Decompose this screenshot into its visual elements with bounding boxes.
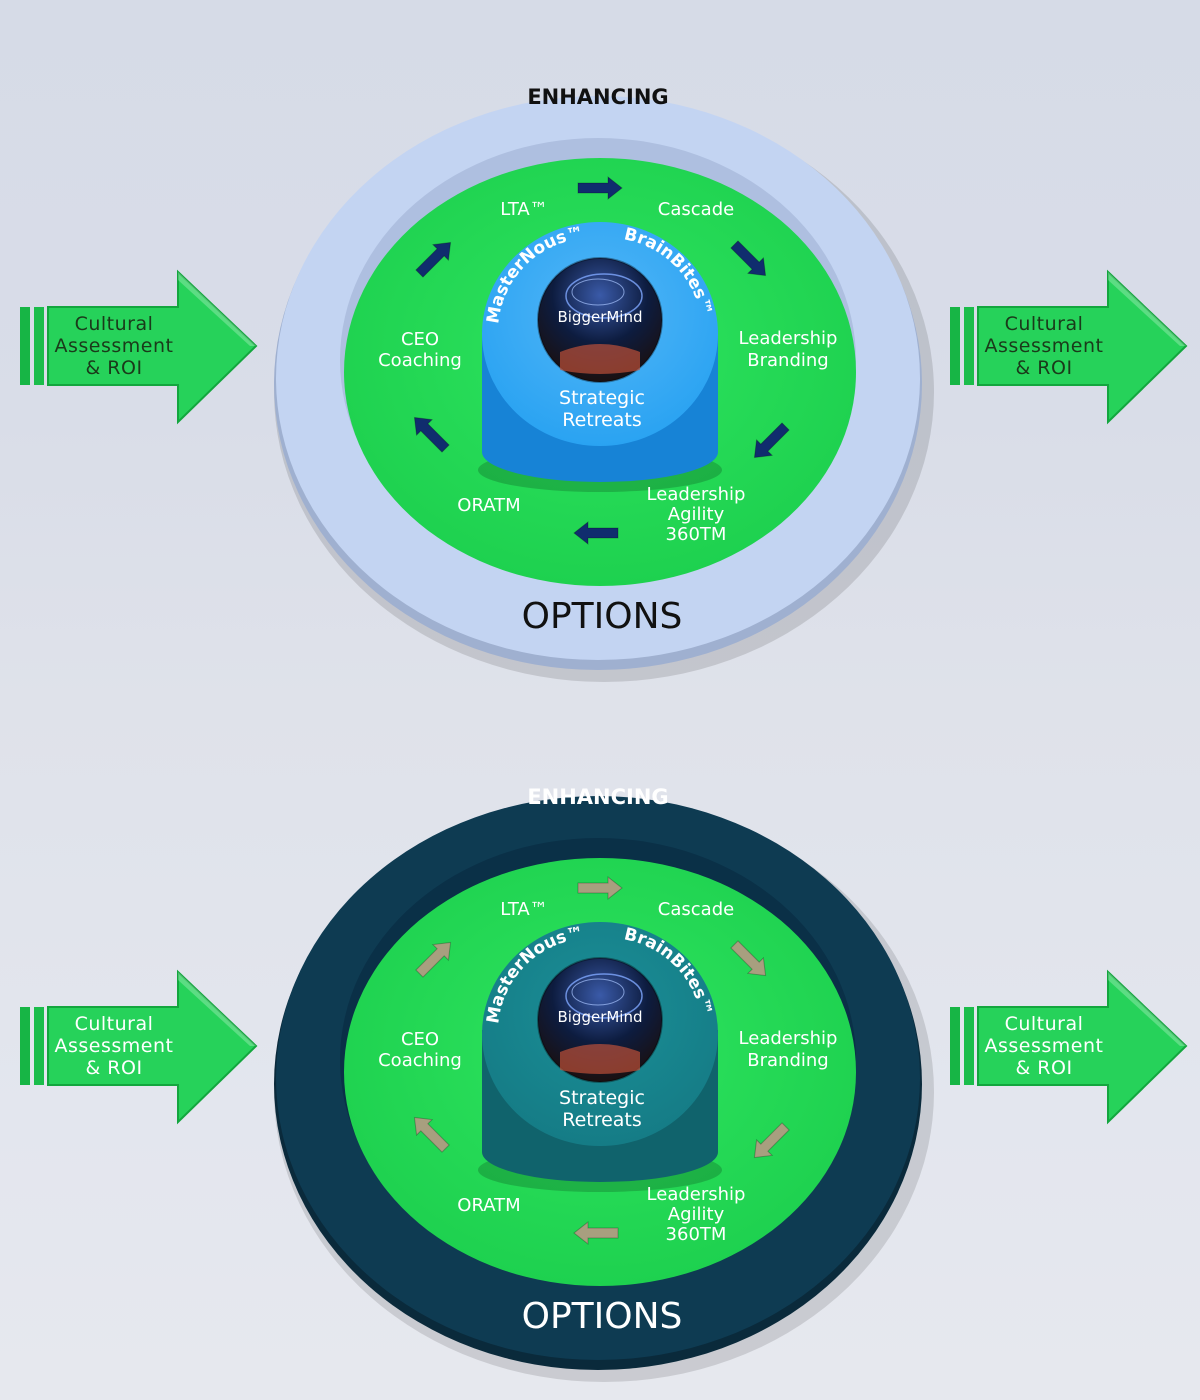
center-label-line: Strategic <box>559 387 645 409</box>
ring-bottom-label: OPTIONS <box>522 1296 683 1337</box>
flow-arrow-oratm-ceo <box>413 1116 450 1153</box>
flow-arrow-agility-oratm <box>573 1220 619 1246</box>
center-label-line: Retreats <box>562 1109 642 1131</box>
right-arrow-cultural-assessment-label-line: Cultural <box>1005 1013 1084 1035</box>
item-leadership-branding-line: Branding <box>747 1050 828 1071</box>
item-leadership-branding-line: Branding <box>747 350 828 371</box>
center-label-line: Retreats <box>562 409 642 431</box>
item-lta: LTA™ <box>500 899 547 920</box>
logo-text: BiggerMind <box>557 1008 642 1026</box>
logo-text: BiggerMind <box>557 308 642 326</box>
left-arrow-cultural-assessment-label-line: Cultural <box>75 313 154 335</box>
flow-arrow-lta-cascade <box>577 175 623 201</box>
flow-arrow-oratm-ceo <box>413 416 450 453</box>
flow-arrow-cascade-branding <box>730 940 767 977</box>
right-arrow-cultural-assessment-label-line: Assessment <box>985 1035 1104 1057</box>
item-cascade: Cascade <box>658 199 734 220</box>
item-leadership-agility-line: Agility <box>668 504 725 525</box>
item-cascade: Cascade <box>658 899 734 920</box>
item-oratm-line: ORATM <box>457 495 520 516</box>
flow-arrow-branding-agility <box>753 422 790 459</box>
item-leadership-agility-line: Leadership <box>647 484 746 505</box>
item-leadership-agility-line: Leadership <box>647 1184 746 1205</box>
item-ceo-coaching-line: Coaching <box>378 350 462 371</box>
item-leadership-agility-line: Agility <box>668 1204 725 1225</box>
item-cascade-line: Cascade <box>658 899 734 920</box>
item-leadership-agility-line: 360TM <box>666 524 727 545</box>
center-label-line: Strategic <box>559 1087 645 1109</box>
ring-top-label: ENHANCING <box>527 785 668 809</box>
right-arrow-cultural-assessment-label-line: & ROI <box>1015 357 1072 379</box>
ring-top-label: ENHANCING <box>527 85 668 109</box>
left-arrow-cultural-assessment-label-line: Assessment <box>55 335 174 357</box>
item-lta-line: LTA™ <box>500 199 547 220</box>
item-cascade-line: Cascade <box>658 199 734 220</box>
left-arrow-cultural-assessment-label-line: Cultural <box>75 1013 154 1035</box>
left-arrow-cultural-assessment-label-line: Assessment <box>55 1035 174 1057</box>
item-oratm-line: ORATM <box>457 1195 520 1216</box>
flow-arrow-cascade-branding <box>730 240 767 277</box>
flow-arrow-ceo-lta <box>415 941 452 978</box>
right-arrow-cultural-assessment-label-line: Cultural <box>1005 313 1084 335</box>
flow-arrow-ceo-lta <box>415 241 452 278</box>
item-lta-line: LTA™ <box>500 899 547 920</box>
item-leadership-branding-line: Leadership <box>739 1028 838 1049</box>
left-arrow-cultural-assessment-label-line: & ROI <box>85 1057 142 1079</box>
flow-arrow-agility-oratm <box>573 520 619 546</box>
item-oratm: ORATM <box>457 1195 520 1216</box>
left-arrow-cultural-assessment-label-line: & ROI <box>85 357 142 379</box>
item-lta: LTA™ <box>500 199 547 220</box>
item-leadership-branding-line: Leadership <box>739 328 838 349</box>
right-arrow-cultural-assessment-label-line: Assessment <box>985 335 1104 357</box>
right-arrow-cultural-assessment-label-line: & ROI <box>1015 1057 1072 1079</box>
ring-bottom-label: OPTIONS <box>522 596 683 637</box>
item-oratm: ORATM <box>457 495 520 516</box>
biggermind-logo: BiggerMind <box>537 957 663 1083</box>
item-leadership-agility-line: 360TM <box>666 1224 727 1245</box>
item-ceo-coaching-line: CEO <box>401 1029 439 1050</box>
item-ceo-coaching-line: CEO <box>401 329 439 350</box>
flow-arrow-lta-cascade <box>577 875 623 901</box>
item-ceo-coaching-line: Coaching <box>378 1050 462 1071</box>
biggermind-logo: BiggerMind <box>537 257 663 383</box>
flow-arrow-branding-agility <box>753 1122 790 1159</box>
